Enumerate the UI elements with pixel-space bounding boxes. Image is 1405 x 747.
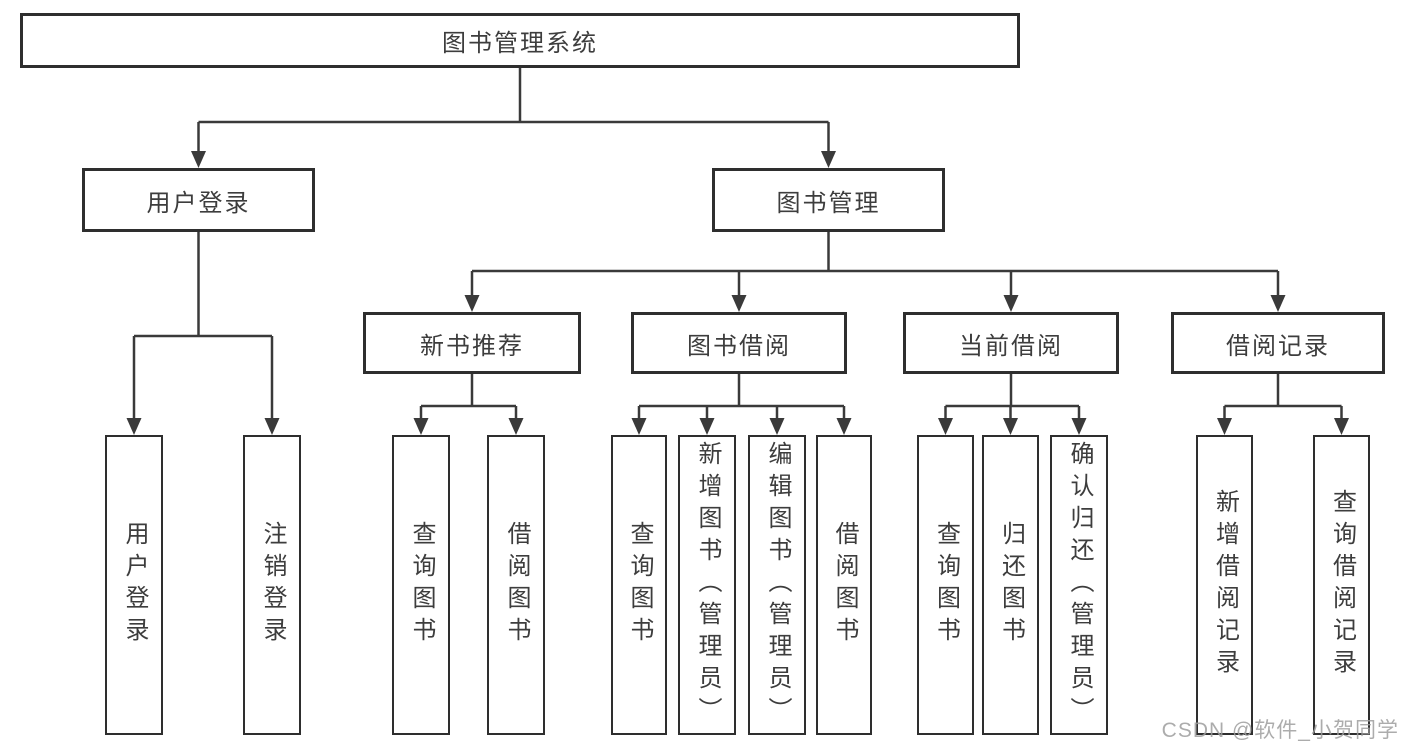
leaf-logout-label: 注销登录 <box>259 521 286 649</box>
leaf-current-query-book: 查询图书 <box>917 435 974 735</box>
node-root-label: 图书管理系统 <box>442 30 598 57</box>
node-borrow-records-label: 借阅记录 <box>1226 332 1330 360</box>
leaf-current-confirm-return-admin-label: 确认归还（管理员） <box>1066 441 1093 729</box>
leaf-records-add-record-label: 新增借阅记录 <box>1211 489 1239 681</box>
leaf-rec-query-book-label: 查询图书 <box>408 521 435 649</box>
leaf-current-confirm-return-admin: 确认归还（管理员） <box>1050 435 1108 735</box>
node-root: 图书管理系统 <box>20 13 1020 68</box>
node-book-management: 图书管理 <box>712 168 945 232</box>
leaf-borrow-borrow-book-label: 借阅图书 <box>831 521 858 649</box>
leaf-borrow-borrow-book: 借阅图书 <box>816 435 872 735</box>
node-book-management-label: 图书管理 <box>776 189 881 217</box>
leaf-records-add-record: 新增借阅记录 <box>1196 435 1253 735</box>
leaf-current-return-book: 归还图书 <box>982 435 1039 735</box>
leaf-records-query-record-label: 查询借阅记录 <box>1328 489 1356 681</box>
leaf-borrow-query-book-label: 查询图书 <box>626 521 653 649</box>
node-user-login-label: 用户登录 <box>146 189 251 217</box>
node-book-borrow-label: 图书借阅 <box>687 332 791 360</box>
leaf-records-query-record: 查询借阅记录 <box>1313 435 1370 735</box>
leaf-rec-borrow-book-label: 借阅图书 <box>503 521 530 649</box>
csdn-watermark: CSDN @软件_小贺同学 <box>1161 719 1399 742</box>
node-user-login: 用户登录 <box>82 168 315 232</box>
leaf-rec-borrow-book: 借阅图书 <box>487 435 545 735</box>
leaf-borrow-add-book-admin-label: 新增图书（管理员） <box>694 441 721 729</box>
leaf-logout: 注销登录 <box>243 435 301 735</box>
leaf-borrow-add-book-admin: 新增图书（管理员） <box>678 435 736 735</box>
node-book-borrow: 图书借阅 <box>631 312 847 374</box>
node-new-book-recommend-label: 新书推荐 <box>420 332 524 360</box>
node-current-borrow-label: 当前借阅 <box>959 332 1063 360</box>
leaf-borrow-query-book: 查询图书 <box>611 435 667 735</box>
leaf-rec-query-book: 查询图书 <box>392 435 450 735</box>
leaf-user-login-label: 用户登录 <box>121 521 148 649</box>
leaf-user-login: 用户登录 <box>105 435 163 735</box>
leaf-current-query-book-label: 查询图书 <box>932 521 960 649</box>
leaf-borrow-edit-book-admin-label: 编辑图书（管理员） <box>764 441 791 729</box>
node-new-book-recommend: 新书推荐 <box>363 312 581 374</box>
leaf-current-return-book-label: 归还图书 <box>997 521 1025 649</box>
node-borrow-records: 借阅记录 <box>1171 312 1385 374</box>
node-current-borrow: 当前借阅 <box>903 312 1119 374</box>
leaf-borrow-edit-book-admin: 编辑图书（管理员） <box>748 435 806 735</box>
